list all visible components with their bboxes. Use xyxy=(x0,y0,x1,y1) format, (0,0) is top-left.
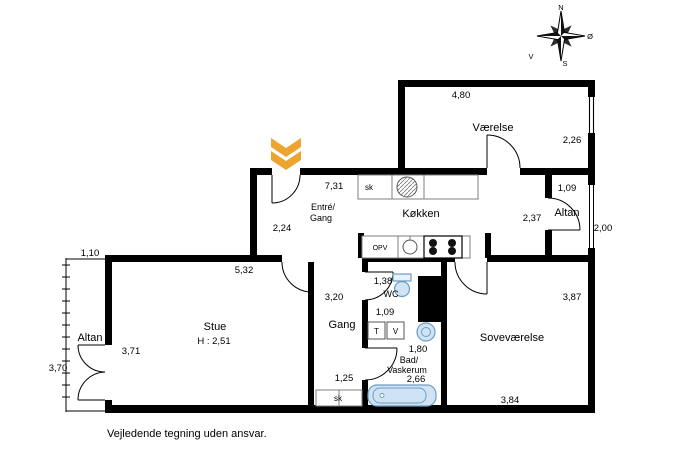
bathtub-icon xyxy=(367,384,437,407)
bath-sink-icon xyxy=(416,322,436,342)
kitchen-sink-icon xyxy=(402,239,418,255)
vaerelse-door xyxy=(486,134,521,169)
kitchen-counter-top xyxy=(357,174,479,200)
toilet-icon xyxy=(392,273,412,298)
dim-altan-right-depth: 2,00 xyxy=(594,223,613,234)
washing-machine-icon xyxy=(386,321,405,340)
dim-bad-depth: 2,66 xyxy=(407,374,426,385)
room-label-bad-line2: Vaskerum xyxy=(387,365,427,375)
dim-bad-width: 1,80 xyxy=(409,344,428,355)
room-label-altan-right: Altan xyxy=(554,207,579,219)
dim-wc-width: 1,38 xyxy=(374,276,393,287)
dim-vaerelse-depth: 2,26 xyxy=(563,135,582,146)
disclaimer-text: Vejledende tegning uden ansvar. xyxy=(107,428,267,440)
balcony-right-door xyxy=(547,197,581,231)
dim-stue-depth: 3,71 xyxy=(122,346,141,357)
dim-stue-width: 5,32 xyxy=(235,265,254,276)
dim-sovevaerelse-depth: 3,87 xyxy=(563,292,582,303)
room-label-gang: Gang xyxy=(329,319,356,331)
dryer-label: T xyxy=(374,327,379,336)
dim-koekken-width: 7,31 xyxy=(325,181,344,192)
room-label-vaerelse: Værelse xyxy=(473,122,514,134)
stue-ceiling-height: H : 2,51 xyxy=(197,336,230,347)
stove-icon xyxy=(423,235,463,259)
entrance-arrow-icon xyxy=(271,138,301,170)
installation-shaft xyxy=(418,276,447,322)
bad-door xyxy=(364,347,398,381)
room-label-entre-line1: Entré/ xyxy=(311,202,336,212)
sovevaerelse-door xyxy=(454,261,488,295)
dim-altan-left-width: 1,10 xyxy=(81,248,100,259)
dim-altan-right-width: 1,09 xyxy=(558,183,577,194)
koekken-closet-label: sk xyxy=(365,183,374,192)
room-label-stue: Stue xyxy=(204,321,227,333)
dim-sovevaerelse-width: 3,84 xyxy=(501,395,520,406)
stue-door xyxy=(281,261,313,293)
compass-south-label: S xyxy=(562,59,567,68)
gang-closet-label: sk xyxy=(334,394,343,403)
dim-entre-depth: 2,24 xyxy=(273,223,292,234)
dishwasher-label: OPV xyxy=(373,245,388,252)
compass-east-label: Ø xyxy=(587,32,593,41)
room-label-entre-line2: Gang xyxy=(310,213,332,223)
dim-vaerelse-width: 4,80 xyxy=(452,90,471,101)
dim-gang-length: 3,20 xyxy=(325,292,344,303)
dryer-icon xyxy=(367,321,386,340)
room-label-altan-left: Altan xyxy=(77,332,102,344)
walls xyxy=(105,80,595,413)
entrance-door xyxy=(271,174,301,204)
dim-altan-left-depth: 3,70 xyxy=(49,363,68,374)
balcony-left-door xyxy=(77,344,106,401)
dim-passage: 2,37 xyxy=(523,213,542,224)
room-label-sovevaerelse: Soveværelse xyxy=(480,332,544,344)
compass-west-label: V xyxy=(528,52,533,61)
dim-gang-width: 1,25 xyxy=(335,373,354,384)
kitchen-counter-bottom xyxy=(361,235,471,259)
balcony-right-railing xyxy=(589,185,594,248)
compass-north-label: N xyxy=(558,3,563,12)
room-label-bad-line1: Bad/ xyxy=(400,355,419,365)
room-label-wc: WC xyxy=(384,289,399,299)
window-vaerelse xyxy=(588,97,595,133)
compass-rose xyxy=(536,10,586,62)
room-label-koekken: Køkken xyxy=(402,208,439,220)
washer-label: V xyxy=(393,327,399,336)
carousel-cabinet-icon xyxy=(396,176,418,198)
doors xyxy=(77,134,581,401)
dim-wc-depth: 1,09 xyxy=(376,307,395,318)
balcony-left-railing xyxy=(62,258,105,412)
gang-closet xyxy=(315,389,363,407)
